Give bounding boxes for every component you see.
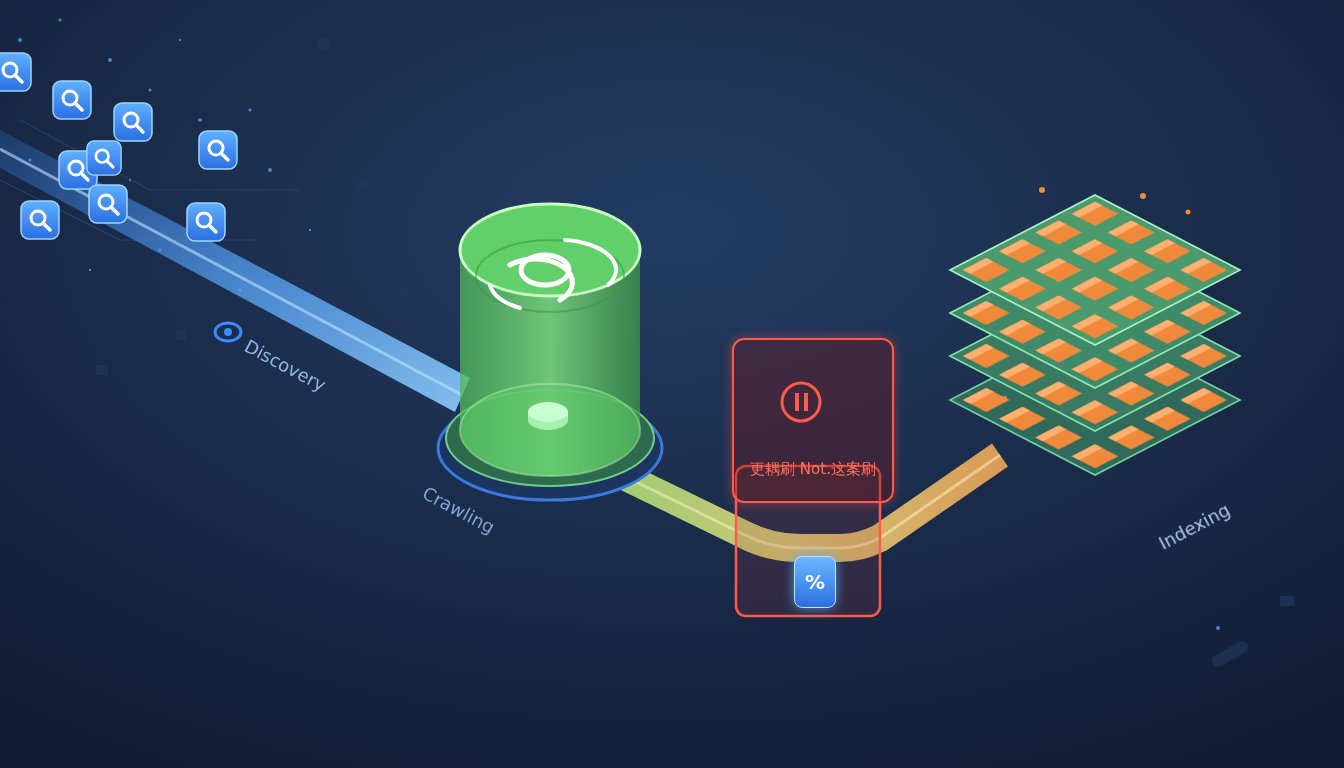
tile-symbol: % [805,570,825,594]
pause-icon [779,380,823,424]
status-text: 更耦刷 Not.这案刷 [734,460,892,479]
filter-panel: 更耦刷 Not.这案刷 [732,338,894,503]
index-stack [950,187,1240,475]
discovery-icon [215,323,241,341]
floor-tiles [96,36,1294,669]
crawler-cylinder [460,204,640,476]
discovery-beam [0,130,470,412]
percent-tile: % [794,556,836,608]
search-icons [0,53,237,241]
